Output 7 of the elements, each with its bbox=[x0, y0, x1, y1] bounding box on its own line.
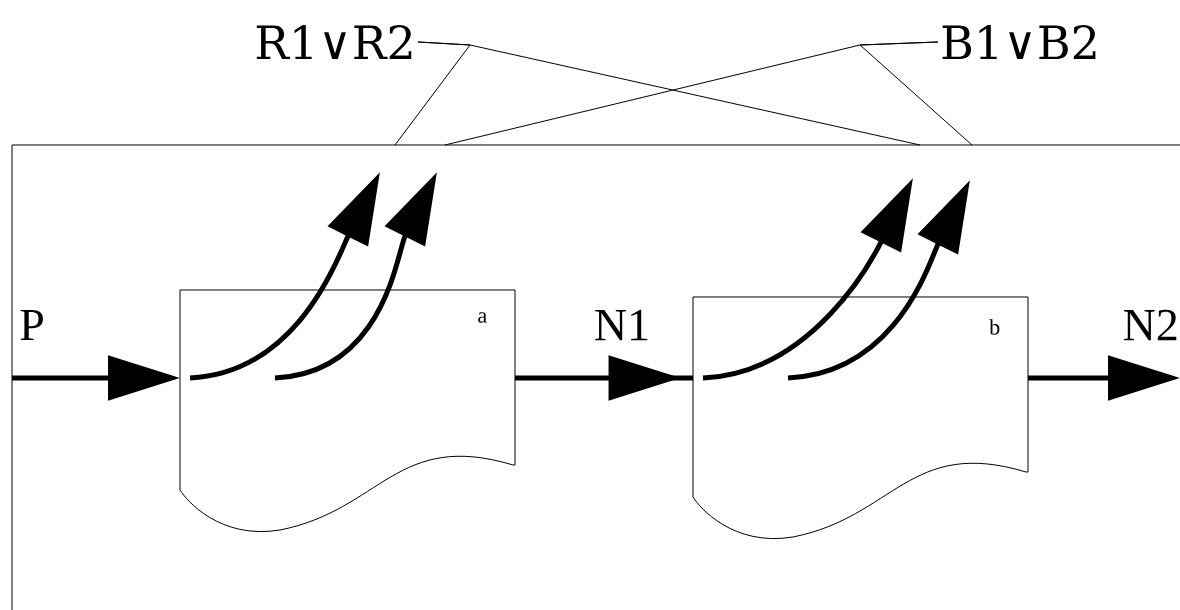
edge-label: N2 bbox=[1123, 309, 1177, 341]
label-text: R1∨R2 bbox=[256, 24, 412, 60]
edge-label: P bbox=[20, 309, 43, 341]
frame-box bbox=[11, 144, 1180, 610]
leader-line bbox=[859, 41, 973, 146]
edge-label: N1 bbox=[595, 309, 648, 341]
label-text: B1∨B2 bbox=[942, 24, 1096, 60]
